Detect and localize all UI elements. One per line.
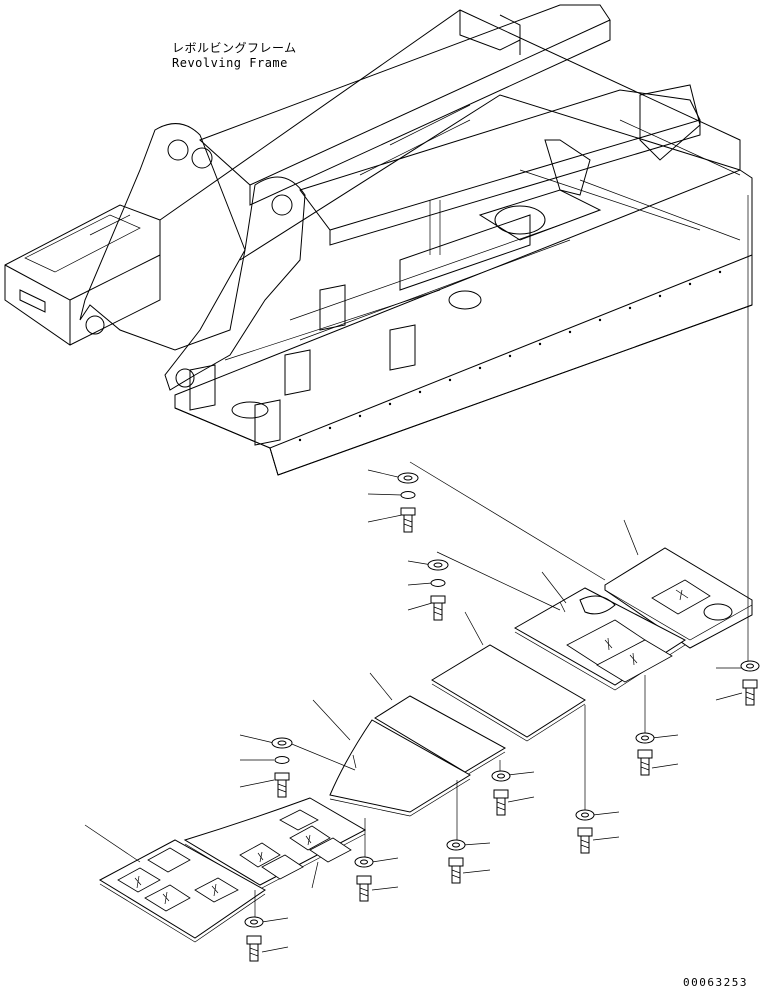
bolt-washer-10 — [244, 916, 264, 962]
bolt-washer-4 — [740, 660, 760, 706]
undercover-plate-3 — [431, 644, 586, 742]
frame-edge-holes — [298, 270, 722, 442]
bolt-washer-7 — [575, 809, 595, 854]
leader-lines — [84, 195, 749, 953]
fastener-set-2 — [427, 559, 449, 621]
bolt-washer-8 — [446, 839, 466, 884]
undercover-plate-1 — [604, 547, 753, 649]
drawing-number: 00063253 — [683, 976, 748, 989]
undercover-plate-5 — [329, 719, 471, 817]
fastener-set-1 — [397, 472, 419, 533]
undercover-plate-2 — [513, 587, 686, 691]
frame-label-japanese: レボルビングフレーム — [172, 41, 297, 55]
frame-label-english: Revolving Frame — [172, 56, 288, 70]
undercover-plate-6 — [183, 797, 367, 890]
bolt-washer-9 — [354, 856, 374, 902]
undercover-plate-7 — [98, 839, 266, 943]
bolt-washer-6 — [491, 770, 511, 816]
fastener-set-3 — [271, 737, 293, 798]
revolving-frame — [4, 4, 753, 476]
bolt-washer-5 — [635, 732, 655, 776]
